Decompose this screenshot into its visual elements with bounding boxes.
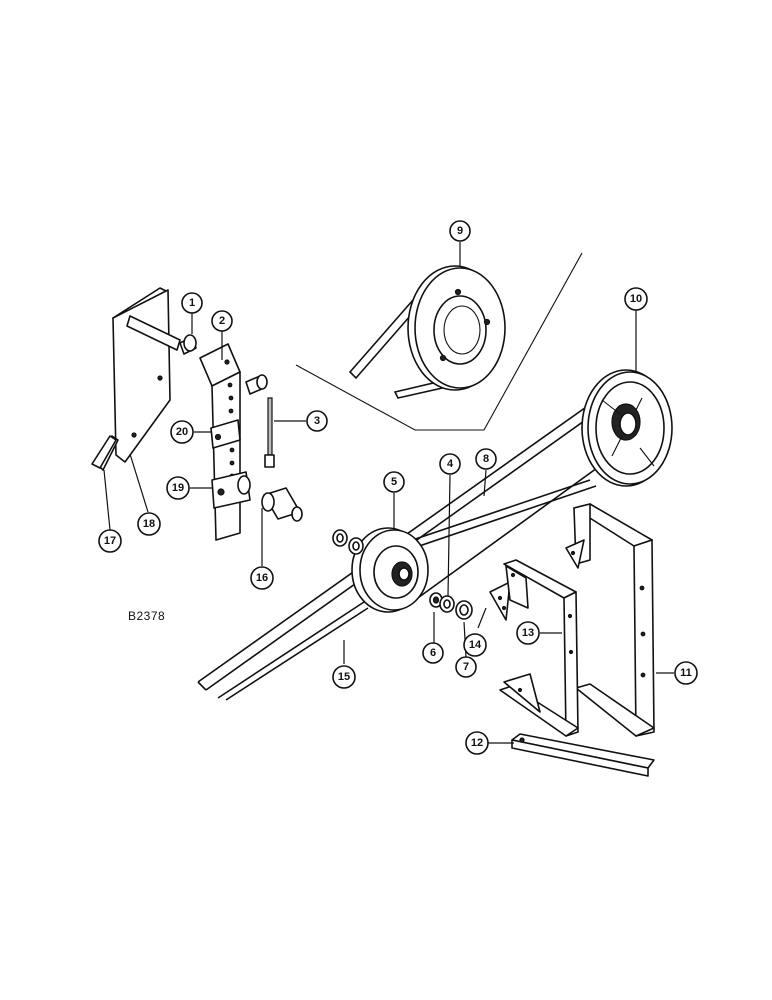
callout-label: 2 bbox=[219, 315, 225, 327]
clamp-collar-icon bbox=[210, 419, 241, 449]
bearing-left-icon bbox=[332, 529, 364, 555]
callout-label: 16 bbox=[256, 572, 268, 584]
large-pulley-icon bbox=[581, 369, 673, 487]
inset-divider bbox=[295, 252, 583, 431]
idler-shaft-icon bbox=[261, 487, 303, 522]
callout-10: 10 bbox=[624, 287, 648, 311]
callout-label: 12 bbox=[471, 737, 483, 749]
drawing-id: B2378 bbox=[128, 609, 166, 623]
callout-5: 5 bbox=[383, 471, 405, 493]
callout-8: 8 bbox=[475, 448, 497, 470]
idler-pulley-icon bbox=[351, 527, 429, 613]
callout-15: 15 bbox=[332, 665, 356, 689]
callout-label: 11 bbox=[680, 667, 692, 679]
callout-11: 11 bbox=[674, 661, 698, 685]
callout-label: 8 bbox=[483, 453, 489, 465]
callout-19: 19 bbox=[166, 476, 190, 500]
callout-14: 14 bbox=[463, 633, 487, 657]
clamp-block-icon bbox=[211, 471, 251, 509]
gusset-plate-icon bbox=[489, 539, 585, 621]
bracket-icon bbox=[91, 435, 119, 471]
callout-6: 6 bbox=[422, 642, 444, 664]
callout-17: 17 bbox=[98, 529, 122, 553]
callout-label: 20 bbox=[176, 426, 188, 438]
bearing-icon bbox=[439, 595, 455, 613]
callout-label: 14 bbox=[469, 639, 482, 651]
callout-4: 4 bbox=[439, 453, 461, 475]
bolt-icon bbox=[264, 397, 275, 468]
callout-20: 20 bbox=[170, 420, 194, 444]
mounting-plate-icon bbox=[112, 287, 171, 463]
callout-label: 17 bbox=[104, 535, 116, 547]
callout-18: 18 bbox=[137, 512, 161, 536]
callout-9: 9 bbox=[449, 220, 471, 242]
pulley-detail-icon bbox=[348, 265, 506, 399]
callout-16: 16 bbox=[250, 566, 274, 590]
callout-label: 10 bbox=[630, 293, 642, 305]
bushing-icon bbox=[179, 334, 197, 355]
callout-label: 9 bbox=[457, 225, 463, 237]
support-frame-icon bbox=[573, 503, 655, 737]
inner-frame-icon bbox=[499, 559, 579, 737]
callout-label: 3 bbox=[314, 415, 320, 427]
callout-7: 7 bbox=[455, 656, 477, 678]
washer-icon bbox=[455, 600, 473, 620]
callout-2: 2 bbox=[211, 310, 233, 332]
angle-brace-icon bbox=[511, 733, 655, 777]
callout-12: 12 bbox=[465, 731, 489, 755]
callout-label: 15 bbox=[338, 671, 350, 683]
callout-label: 19 bbox=[172, 482, 184, 494]
callout-label: 4 bbox=[447, 458, 454, 470]
leader-lines bbox=[103, 242, 674, 744]
plate-shaft-icon bbox=[126, 315, 181, 351]
callout-3: 3 bbox=[306, 410, 328, 432]
callout-label: 13 bbox=[522, 627, 534, 639]
callout-label: 5 bbox=[391, 476, 397, 488]
snap-ring-icon bbox=[429, 592, 443, 608]
callout-label: 6 bbox=[430, 647, 436, 659]
callout-label: 18 bbox=[143, 518, 155, 530]
spacer-icon bbox=[245, 374, 268, 395]
callout-13: 13 bbox=[516, 621, 540, 645]
callout-1: 1 bbox=[181, 292, 203, 314]
callout-label: 7 bbox=[463, 661, 469, 673]
callout-label: 1 bbox=[189, 297, 195, 309]
